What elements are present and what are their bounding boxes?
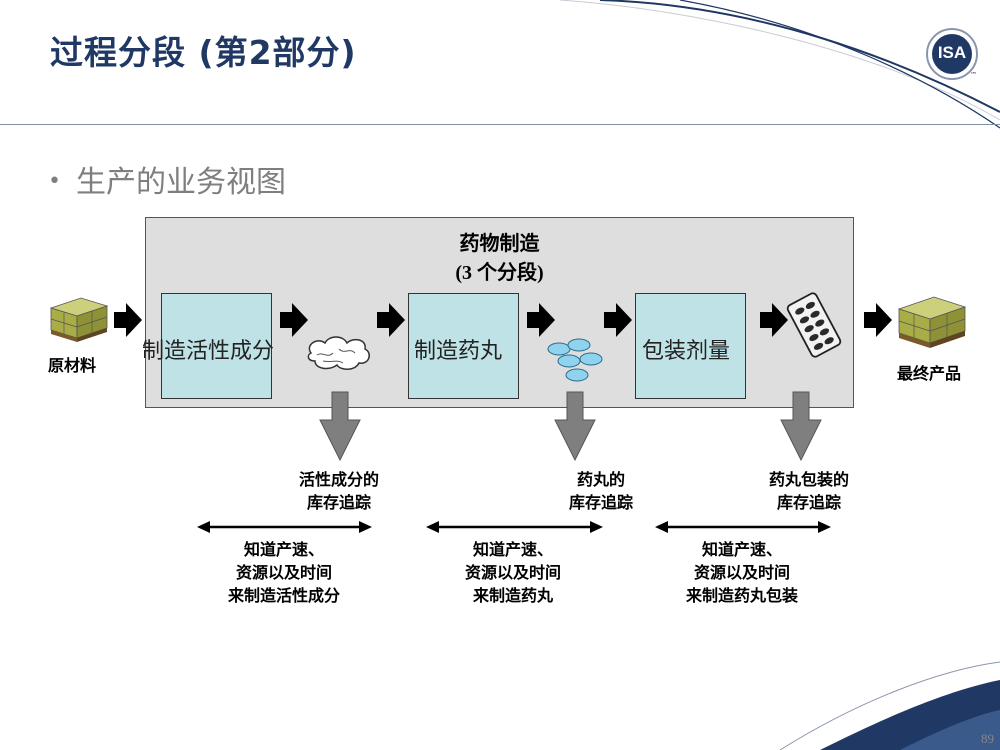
isa-logo-text: ISA bbox=[937, 43, 967, 62]
flow-arrow-icon bbox=[864, 303, 892, 337]
knowledge-line: 知道产速、 bbox=[243, 540, 324, 559]
inventory-label-pill: 药丸的 库存追踪 bbox=[549, 468, 653, 514]
stage-label-active-ingredient: 制造活性成分 bbox=[142, 339, 275, 364]
stage-label-packaging: 包装剂量 bbox=[642, 339, 731, 364]
final-product-label: 最终产品 bbox=[897, 364, 962, 383]
knowledge-line: 来制造药丸 bbox=[472, 586, 553, 605]
page-title: 过程分段 (第2部分) bbox=[50, 33, 357, 72]
double-arrow-icon bbox=[818, 521, 831, 533]
knowledge-line: 资源以及时间 bbox=[464, 563, 561, 582]
pharma-title: 药物制造 bbox=[459, 233, 540, 255]
bullet-text: 生产的业务视图 bbox=[76, 165, 286, 200]
bullet-symbol: • bbox=[48, 169, 61, 194]
double-arrow-icon bbox=[359, 521, 372, 533]
knowledge-label-active: 知道产速、 资源以及时间 来制造活性成分 bbox=[204, 538, 364, 607]
inventory-label-line: 库存追踪 bbox=[568, 493, 633, 512]
header-divider bbox=[0, 124, 1000, 125]
knowledge-line: 知道产速、 bbox=[701, 540, 782, 559]
page-number: 89 bbox=[981, 731, 994, 746]
knowledge-label-packaging: 知道产速、 资源以及时间 来制造药丸包装 bbox=[662, 538, 822, 607]
knowledge-line: 知道产速、 bbox=[472, 540, 553, 559]
stage-box-packaging bbox=[635, 293, 746, 399]
double-arrow-icon bbox=[197, 521, 210, 533]
inventory-label-packaging: 药丸包装的 库存追踪 bbox=[757, 468, 861, 514]
knowledge-line: 来制造活性成分 bbox=[227, 586, 340, 605]
isa-logo-tm: ™ bbox=[970, 71, 977, 79]
stage-box-active-ingredient bbox=[161, 293, 272, 399]
double-arrow-icon bbox=[426, 521, 439, 533]
raw-material-label: 原材料 bbox=[48, 356, 97, 375]
inventory-label-active: 活性成分的 库存追踪 bbox=[287, 468, 391, 514]
final-product-pallet-icon bbox=[897, 296, 967, 348]
knowledge-line: 资源以及时间 bbox=[235, 563, 332, 582]
flow-arrow-icon bbox=[114, 303, 142, 337]
knowledge-line: 资源以及时间 bbox=[693, 563, 790, 582]
knowledge-line: 来制造药丸包装 bbox=[685, 586, 798, 605]
bullet-point: • 生产的业务视图 bbox=[48, 157, 286, 201]
stage-label-pill: 制造药丸 bbox=[414, 339, 503, 364]
isa-logo: ISA ™ bbox=[925, 27, 979, 81]
inventory-label-line: 药丸包装的 bbox=[768, 470, 849, 489]
active-ingredient-cloud-icon bbox=[307, 336, 370, 370]
pills-icon bbox=[547, 338, 603, 382]
pharma-subtitle: (3 个分段) bbox=[455, 262, 544, 284]
stage-box-pill bbox=[408, 293, 519, 399]
inventory-label-line: 活性成分的 bbox=[298, 470, 379, 489]
isa-logo-icon bbox=[926, 28, 978, 80]
blister-pack-icon bbox=[786, 292, 842, 358]
inventory-label-line: 库存追踪 bbox=[776, 493, 841, 512]
double-arrow-icon bbox=[655, 521, 668, 533]
inventory-label-line: 药丸的 bbox=[576, 470, 625, 489]
raw-material-pallet-icon bbox=[49, 297, 109, 342]
inventory-label-line: 库存追踪 bbox=[306, 493, 371, 512]
double-arrow-icon bbox=[590, 521, 603, 533]
header-swoosh bbox=[559, 0, 1000, 129]
knowledge-label-pill: 知道产速、 资源以及时间 来制造药丸 bbox=[433, 538, 593, 607]
